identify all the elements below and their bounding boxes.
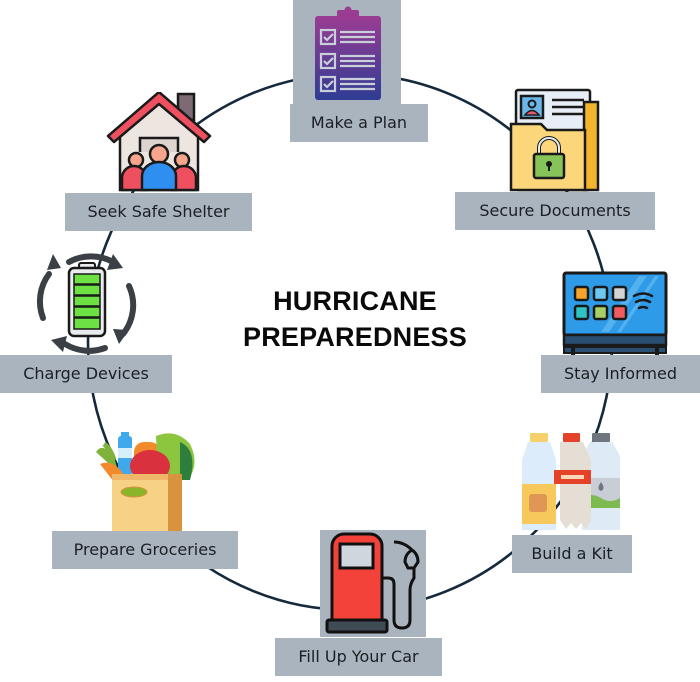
diagram-title: HURRICANE PREPAREDNESS — [240, 283, 470, 355]
charging-battery-icon — [33, 248, 143, 356]
locked-folder-icon — [508, 88, 604, 192]
step-label-charge-devices: Charge Devices — [0, 355, 172, 393]
television-icon — [561, 270, 669, 356]
fuel-pump-icon — [324, 532, 424, 636]
house-family-icon — [104, 90, 214, 192]
bottles-icon — [520, 432, 625, 534]
step-label-build-a-kit: Build a Kit — [512, 535, 632, 573]
title-line-2: PREPAREDNESS — [243, 322, 467, 352]
step-label-prepare-groceries: Prepare Groceries — [52, 531, 238, 569]
clipboard-checklist-icon — [313, 6, 383, 102]
step-label-fill-up-your-car: Fill Up Your Car — [275, 638, 442, 676]
step-label-seek-safe-shelter: Seek Safe Shelter — [65, 193, 252, 231]
step-label-make-a-plan: Make a Plan — [290, 104, 428, 142]
step-label-secure-documents: Secure Documents — [455, 192, 655, 230]
title-line-1: HURRICANE — [273, 286, 437, 316]
grocery-bag-icon — [94, 430, 202, 532]
step-label-stay-informed: Stay Informed — [541, 355, 700, 393]
